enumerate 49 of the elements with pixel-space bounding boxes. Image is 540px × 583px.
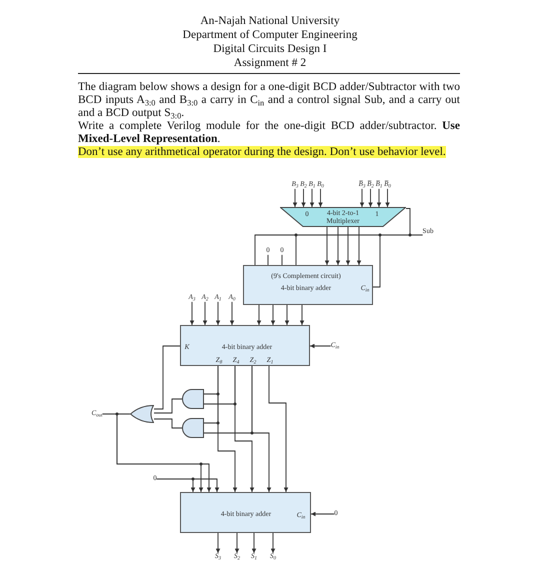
- signal-arrow: [256, 304, 262, 326]
- signal-wire: [154, 346, 180, 410]
- signal-arrow: [336, 226, 340, 266]
- signal-wire: [372, 234, 423, 288]
- and-gate: [182, 418, 204, 438]
- signal-arrow: [252, 366, 272, 492]
- signal-arrow: [252, 532, 256, 554]
- signal-arrow: [300, 304, 304, 326]
- signal-arrow: [230, 301, 234, 326]
- adder-block: [243, 265, 373, 305]
- signal-arrow: [156, 478, 220, 492]
- signal-arrow: [368, 188, 373, 208]
- signal-wire: [154, 398, 182, 414]
- signal-arrow: [318, 188, 323, 208]
- adder-block: [180, 325, 310, 366]
- heading-text: Assignment # 2: [234, 57, 306, 69]
- signal-arrow: [385, 188, 390, 208]
- signal-arrow: [324, 226, 330, 266]
- adder-block: [180, 492, 311, 533]
- signal-arrow: [284, 304, 290, 326]
- signal-arrow: [310, 512, 335, 516]
- signal-arrow: [268, 366, 288, 492]
- signal-arrow: [234, 532, 240, 554]
- signal-arrow: [270, 532, 276, 554]
- signal-arrow: [202, 301, 208, 326]
- or-gate: [130, 405, 154, 423]
- signal-arrow: [301, 188, 306, 208]
- signal-arrow: [360, 188, 364, 208]
- heading-text: An-Najah National University: [200, 15, 340, 27]
- signal-arrow: [356, 226, 362, 266]
- signal-wire: [154, 418, 182, 428]
- signal-arrow: [234, 366, 254, 492]
- paragraph-text: The diagram below shows a design for a one-digit BCD adder/Subtractor with two BCD inputs A$_{3:0}$ and B$_{3:0}$ a carry in C$_{in}$ and a control signal Sub, and a carry out and a BCD output S$_{3:0}$.: [78, 81, 460, 120]
- heading-text: Department of Computer Engineering: [182, 29, 358, 41]
- signal-arrow: [218, 366, 238, 492]
- signal-arrow: [310, 188, 314, 208]
- signal-arrow: [216, 301, 220, 326]
- signal-arrow: [270, 304, 276, 326]
- highlighted-text: Don’t use any arithmetical operator during the design. Don’t use behavior level.: [78, 146, 446, 158]
- signal-arrow: [346, 226, 350, 266]
- signal-arrow: [292, 188, 298, 208]
- signal-arrow: [216, 532, 220, 554]
- multiplexer-block: [280, 207, 406, 227]
- and-gate: [182, 389, 204, 409]
- signal-arrow: [310, 344, 332, 348]
- signal-arrow: [376, 188, 382, 208]
- heading-text: Digital Circuits Design I: [213, 43, 327, 55]
- paragraph-text: Write a complete Verilog module for the one-digit BCD adder/subtractor. Use Mixed-Level Representation.: [78, 120, 460, 146]
- signal-arrow: [190, 301, 194, 326]
